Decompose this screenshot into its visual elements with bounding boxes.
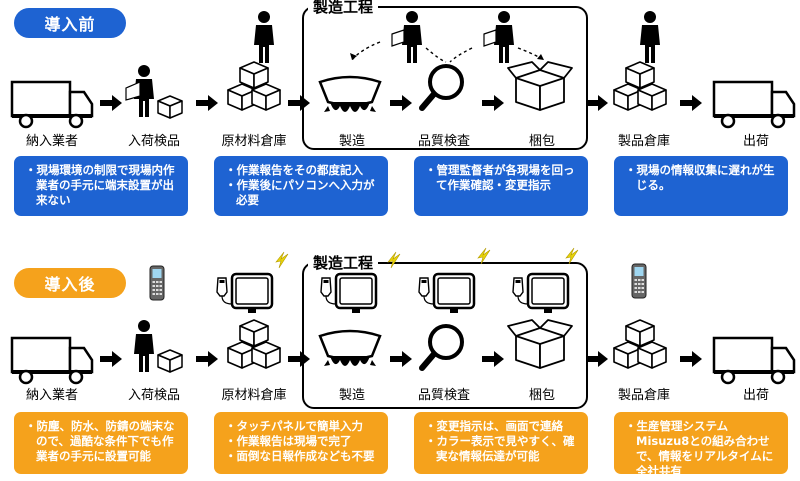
before-process-frame: [302, 6, 588, 150]
after-label-raw-warehouse: 原材料倉庫: [221, 388, 287, 403]
before-label-raw-warehouse: 原材料倉庫: [221, 134, 287, 149]
after-label-receiving: 入荷検品: [127, 388, 180, 403]
before-label-supplier: 納入業者: [25, 134, 78, 149]
after-label-manufacturing: 製造: [338, 388, 365, 403]
arrow-icon: [196, 351, 218, 367]
arrow-icon: [680, 351, 702, 367]
before-label-packing: 梱包: [528, 134, 555, 149]
before-title: 導入前: [14, 8, 126, 38]
truck-icon: [712, 80, 796, 129]
arrow-icon: [390, 351, 412, 367]
worker-icon: [254, 11, 274, 63]
before-label-inspection: 品質検査: [417, 134, 470, 149]
handheld-terminal-icon: [149, 265, 165, 301]
before-note-3: 管理監督者が各現場を回って作業確認・変更指示: [414, 156, 588, 216]
note-item: 変更指示は、画面で連絡: [436, 419, 580, 434]
touch-monitor-icon: [319, 272, 378, 315]
note-item: 作業報告は現場で完了: [236, 434, 380, 449]
after-label-shipping: 出荷: [742, 388, 769, 403]
boxes-icon: [227, 319, 281, 369]
open-box-icon: [507, 61, 573, 111]
after-label-supplier: 納入業者: [25, 388, 78, 403]
before-flow: [10, 11, 796, 129]
after-process-frame: [302, 262, 588, 409]
note-item: 生産管理システムMisuzu8との組み合わせで、情報をリアルタイムに全社共有: [636, 419, 780, 479]
wireless-icon: [275, 251, 289, 269]
after-note-3: 変更指示は、画面で連絡カラー表示で見やすく、確実な情報伝達が可能: [414, 412, 588, 474]
magnifier-icon: [422, 326, 462, 368]
worker-icon: [134, 320, 154, 372]
after-note-1: 防塵、防水、防錆の端末なので、過酷な条件下でも作業者の手元に設置可能: [14, 412, 188, 474]
wireless-icon: [477, 247, 491, 265]
truck-icon: [10, 336, 94, 385]
before-label-shipping: 出荷: [742, 134, 769, 149]
wireless-icon: [565, 247, 579, 265]
supervisor-icon: [402, 11, 422, 63]
after-label-product-warehouse: 製品倉庫: [617, 388, 670, 403]
note-item: 作業後にパソコンへ入力が必要: [236, 178, 380, 208]
before-process-title: 製造工程: [308, 0, 379, 16]
clipboard-icon: [125, 81, 141, 101]
note-item: 現場の情報収集に遅れが生じる。: [636, 163, 780, 193]
touch-monitor-icon: [511, 272, 570, 315]
arrow-icon: [482, 95, 504, 111]
mixer-icon: [318, 75, 382, 114]
after-note-2: タッチパネルで簡単入力作業報告は現場で完了面倒な日報作成なども不要: [214, 412, 388, 474]
worker-icon: [640, 11, 660, 63]
before-label-product-warehouse: 製品倉庫: [617, 134, 670, 149]
before-label-manufacturing: 製造: [338, 134, 365, 149]
after-process-title: 製造工程: [308, 254, 379, 272]
arrow-icon: [680, 95, 702, 111]
after-title: 導入後: [14, 268, 126, 298]
arrow-icon: [586, 351, 608, 367]
note-item: 作業報告をその都度記入: [236, 163, 380, 178]
after-label-packing: 梱包: [528, 388, 555, 403]
touch-monitor-icon: [417, 272, 476, 315]
after-label-inspection: 品質検査: [417, 388, 470, 403]
note-item: タッチパネルで簡単入力: [236, 419, 380, 434]
arrow-icon: [288, 351, 310, 367]
note-item: カラー表示で見やすく、確実な情報伝達が可能: [436, 434, 580, 464]
arrow-icon: [390, 95, 412, 111]
open-box-icon: [507, 319, 573, 369]
after-flow: [10, 247, 796, 385]
supervisor-icon: [494, 11, 514, 63]
mixer-icon: [318, 329, 382, 368]
arrow-icon: [288, 95, 310, 111]
arrow-icon: [100, 351, 122, 367]
arrow-icon: [100, 95, 122, 111]
boxes-icon: [227, 61, 281, 111]
arrow-icon: [482, 351, 504, 367]
arrow-icon: [196, 95, 218, 111]
arrow-icon: [586, 95, 608, 111]
magnifier-icon: [422, 66, 462, 108]
boxes-icon: [613, 319, 667, 369]
before-note-2: 作業報告をその都度記入作業後にパソコンへ入力が必要: [214, 156, 388, 216]
before-note-4: 現場の情報収集に遅れが生じる。: [614, 156, 788, 216]
boxes-icon: [613, 61, 667, 111]
note-item: 現場環境の制限で現場内作業者の手元に端末設置が出来ない: [36, 163, 180, 208]
note-item: 防塵、防水、防錆の端末なので、過酷な条件下でも作業者の手元に設置可能: [36, 419, 180, 464]
boxes-icon: [157, 95, 183, 119]
touch-monitor-icon: [215, 272, 274, 315]
note-item: 管理監督者が各現場を回って作業確認・変更指示: [436, 163, 580, 193]
handheld-terminal-icon: [631, 263, 647, 299]
truck-icon: [712, 336, 796, 385]
before-note-1: 現場環境の制限で現場内作業者の手元に端末設置が出来ない: [14, 156, 188, 216]
note-item: 面倒な日報作成なども不要: [236, 449, 380, 464]
truck-icon: [10, 80, 94, 129]
after-note-4: 生産管理システムMisuzu8との組み合わせで、情報をリアルタイムに全社共有: [614, 412, 788, 478]
before-label-receiving: 入荷検品: [127, 134, 180, 149]
wireless-icon: [387, 251, 401, 269]
boxes-icon: [157, 349, 183, 373]
